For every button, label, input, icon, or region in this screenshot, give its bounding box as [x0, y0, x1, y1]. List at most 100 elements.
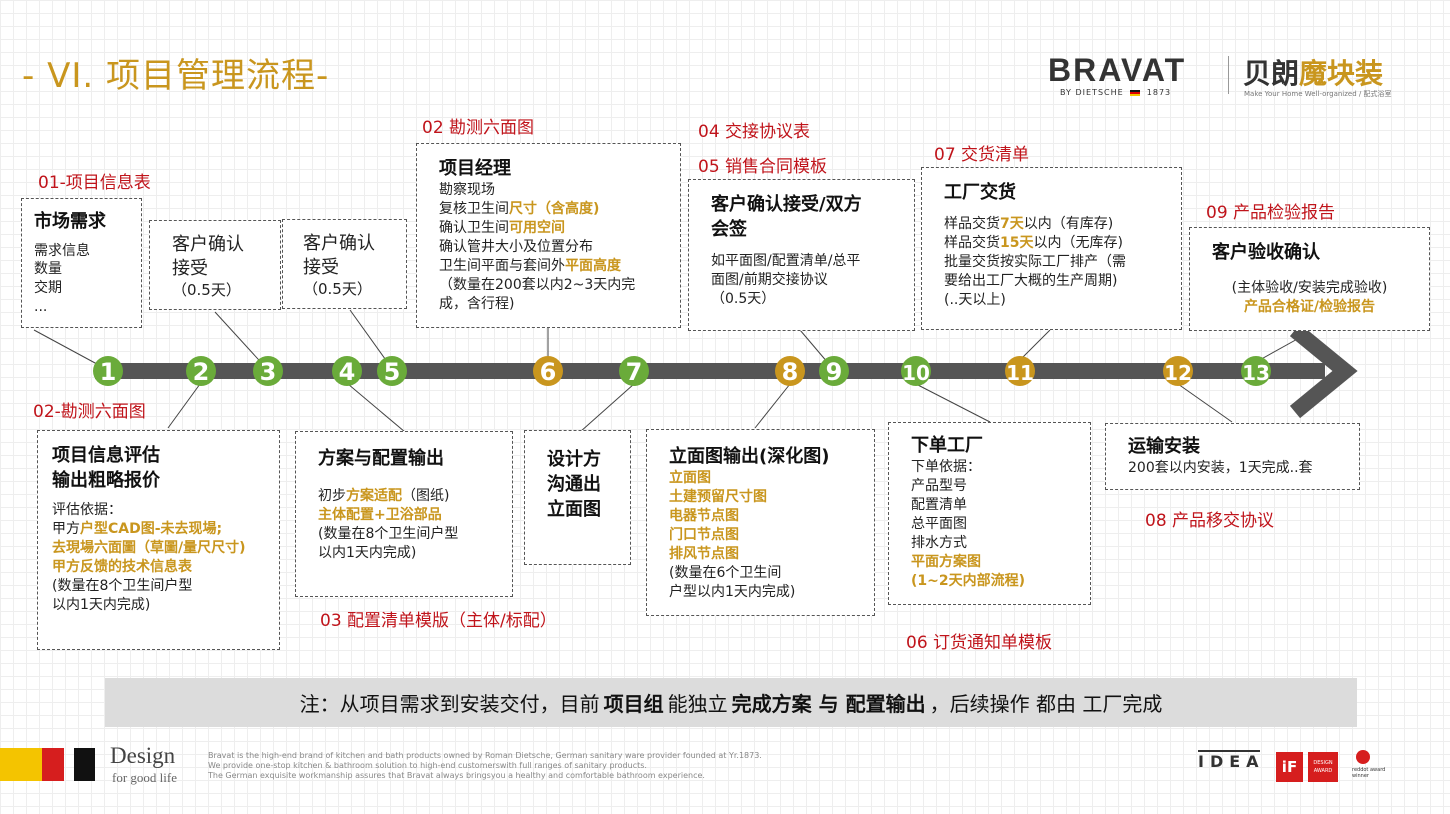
- box-title: 方案与配置输出: [318, 448, 444, 469]
- label-01-project-info: 01-项目信息表: [38, 173, 151, 193]
- box-line: 确认卫生间可用空间: [439, 220, 565, 236]
- milestone-1-circle: [93, 356, 123, 386]
- design-word: Design: [110, 743, 176, 768]
- milestone-11-label: 11: [1006, 361, 1034, 385]
- box-line: 确认管井大小及位置分布: [439, 239, 593, 255]
- idea-award-icon: IDEA: [1198, 750, 1260, 788]
- if-award-icon: iF: [1276, 752, 1303, 782]
- box-line: 200套以内安装，1天完成..套: [1128, 460, 1313, 476]
- note-text: ，后续操作 都由 工厂完成: [929, 692, 1163, 716]
- box-line: 立面图: [669, 470, 711, 486]
- box-line: 去現場六面圖（草圖/量尺尺寸): [52, 540, 246, 556]
- box-line: 数量: [34, 261, 62, 277]
- box-line: 初步方案适配（图纸): [318, 488, 450, 504]
- milestone-11-circle: [1005, 356, 1035, 386]
- box-line: 产品合格证/检验报告: [1243, 299, 1376, 315]
- note-text: 注：从项目需求到安装交付，目前: [299, 692, 600, 716]
- label-02-survey: 02-勘测六面图: [33, 402, 146, 422]
- label-03-config: 03 配置清单模版（主体/标配）: [320, 611, 557, 631]
- milestone-10-circle: [901, 356, 931, 386]
- box-line: 主体配置+卫浴部品: [318, 507, 442, 523]
- box-line: 电器节点图: [669, 508, 739, 524]
- milestone-2-circle: [186, 356, 216, 386]
- box-line: 复核卫生间尺寸（含高度): [439, 201, 600, 217]
- box-client-confirm-2: 客户确认 接受 （0.5天）: [282, 219, 407, 309]
- label-07-delivery: 07 交货清单: [934, 145, 1030, 165]
- box-title: 下单工厂: [911, 435, 983, 456]
- milestone-6-circle: [533, 356, 563, 386]
- box-line: 平面方案图: [911, 554, 981, 570]
- footer-description: Bravat is the high-end brand of kitchen …: [208, 751, 762, 780]
- brand-divider: [1228, 56, 1229, 94]
- note-text: 能独立: [667, 692, 728, 716]
- box-project-manager: 项目经理 勘察现场 复核卫生间尺寸（含高度) 确认卫生间可用空间 确认管井大小及…: [416, 143, 681, 328]
- footer-color-blocks: [0, 748, 95, 781]
- box-line: 评估依据：: [52, 502, 122, 518]
- box-plan-config-output: 方案与配置输出 初步方案适配（图纸) 主体配置+卫浴部品 (数量在8个卫生间户型…: [295, 431, 513, 597]
- german-flag-icon: [1130, 89, 1141, 96]
- brand-name: BRAVAT: [1048, 52, 1187, 88]
- milestone-3-circle: [253, 356, 283, 386]
- box-client-acceptance: 客户验收确认 (主体验收/安装完成验收) 产品合格证/检验报告: [1189, 227, 1430, 331]
- brand-by: BY DIETSCHE 1873: [1060, 88, 1172, 97]
- milestone-7-circle: [619, 356, 649, 386]
- milestone-13-label: 13: [1242, 361, 1270, 385]
- box-market-demand: 市场需求 需求信息 数量 交期 ...: [21, 198, 142, 328]
- box-line: 样品交货7天以内（有库存): [944, 216, 1114, 232]
- box-title: 立面图输出(深化图): [669, 446, 830, 467]
- box-title: 项目经理: [439, 158, 511, 179]
- brand-logo: BRAVAT BY DIETSCHE 1873 贝朗魔块装 Make Your …: [1048, 52, 1408, 102]
- box-line: (主体验收/安装完成验收): [1231, 280, 1388, 296]
- box-line: (数量在8个卫生间户型 以内1天内完成): [318, 526, 459, 561]
- box-line: 配置清单: [911, 497, 967, 513]
- box-title: 设计方 沟通出 立面图: [547, 449, 601, 520]
- box-line: 甲方反馈的技术信息表: [52, 559, 192, 575]
- box-line: 如平面图/配置清单/总平 面图/前期交接协议 （0.5天）: [711, 253, 861, 307]
- box-line: 交期: [34, 280, 62, 296]
- box-factory-delivery: 工厂交货 样品交货7天以内（有库存) 样品交货15天以内（无库存) 批量交货按实…: [921, 167, 1182, 330]
- label-09-inspection: 09 产品检验报告: [1206, 203, 1336, 223]
- box-line: 产品型号: [911, 478, 967, 494]
- box-title: 客户确认接受/双方 会签: [711, 194, 862, 240]
- box-line: 甲方户型CAD图-未去现場;: [52, 521, 223, 537]
- box-line: 土建预留尺寸图: [669, 489, 767, 505]
- box-line: (数量在6个卫生间 户型以内1天内完成): [669, 565, 796, 600]
- milestone-8-circle: [775, 356, 805, 386]
- milestone-4-label: 4: [339, 358, 356, 386]
- box-line: ...: [34, 299, 48, 315]
- box-line: 排风节点图: [669, 546, 739, 562]
- box-designer-elevation: 设计方 沟通出 立面图: [524, 430, 631, 565]
- box-title: 工厂交货: [944, 182, 1016, 203]
- design-award-icon: DESIGN AWARD: [1308, 752, 1338, 782]
- milestone-2-label: 2: [193, 358, 210, 386]
- milestone-13-circle: [1241, 356, 1271, 386]
- milestone-1-label: 1: [100, 358, 117, 386]
- box-line: （0.5天）: [172, 281, 241, 299]
- box-sales-contract: 客户确认接受/双方 会签 如平面图/配置清单/总平 面图/前期交接协议 （0.5…: [688, 179, 915, 331]
- box-line: 样品交货15天以内（无库存): [944, 235, 1123, 251]
- box-line: 卫生间平面与套间外平面高度: [439, 258, 621, 274]
- milestone-5-label: 5: [384, 358, 401, 386]
- box-title: 项目信息评估 输出粗略报价: [52, 445, 160, 491]
- box-line: 需求信息: [34, 243, 90, 259]
- box-line: 批量交货按实际工厂排产（需 要给出工厂大概的生产周期) (..天以上): [944, 254, 1126, 308]
- milestone-7-label: 7: [626, 358, 643, 386]
- milestone-6-label: 6: [540, 358, 557, 386]
- box-title: 客户确认 接受: [303, 233, 375, 278]
- design-sub: for good life: [112, 770, 177, 785]
- box-title: 市场需求: [34, 211, 106, 232]
- box-line: (1~2天内部流程): [911, 573, 1026, 589]
- milestone-12-label: 12: [1164, 361, 1192, 385]
- milestone-3-label: 3: [260, 358, 277, 386]
- box-line: （数量在200套以内2~3天内完 成，含行程): [439, 277, 636, 312]
- box-title: 客户确认 接受: [172, 234, 244, 279]
- label-05-contract: 05 销售合同模板: [698, 157, 828, 177]
- label-04-handover: 04 交接协议表: [698, 122, 811, 142]
- milestone-4-circle: [332, 356, 362, 386]
- milestone-9-label: 9: [826, 358, 843, 386]
- box-transport-install: 运输安装 200套以内安装，1天完成..套: [1105, 423, 1360, 490]
- milestone-10-label: 10: [902, 361, 930, 385]
- box-project-evaluation: 项目信息评估 输出粗略报价 评估依据： 甲方户型CAD图-未去现場; 去現場六面…: [37, 430, 280, 650]
